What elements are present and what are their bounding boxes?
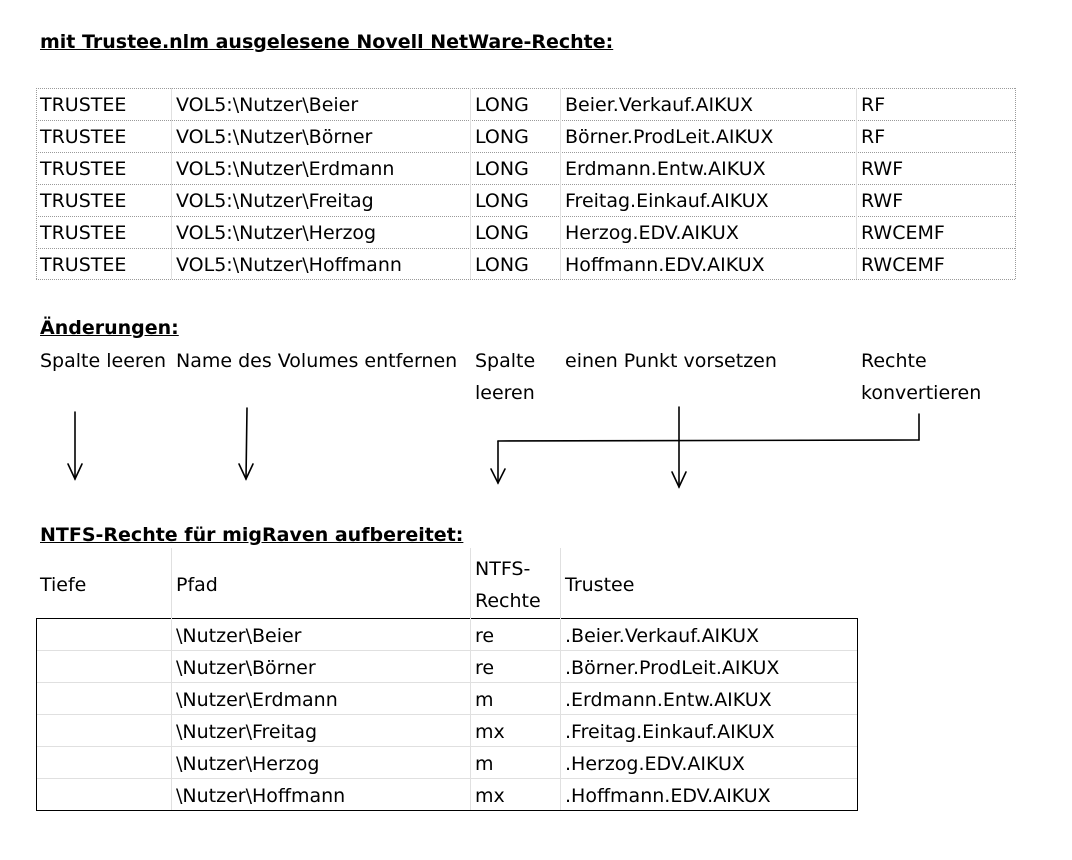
header-pfad: Pfad — [176, 574, 218, 596]
table1-cell-rights: RF — [861, 94, 886, 116]
table1-cell-trustee-type: TRUSTEE — [40, 94, 127, 116]
header-ntfs-rechte-line2: Rechte — [475, 590, 541, 612]
table2-cell-pfad: \Nutzer\Hoffmann — [176, 785, 346, 807]
table1-cell-trustee-name: Erdmann.Entw.AIKUX — [565, 158, 766, 180]
table1-cell-rights: RF — [861, 126, 886, 148]
change-label-convert-rights-line1: Rechte — [861, 350, 927, 372]
table1-cell-trustee-name: Herzog.EDV.AIKUX — [565, 222, 739, 244]
arrow-down-icon — [67, 411, 83, 481]
table1-cell-trustee-type: TRUSTEE — [40, 190, 127, 212]
heading-ntfs-rights: NTFS-Rechte für migRaven aufbereitet: — [40, 524, 464, 546]
table2-cell-trustee: .Börner.ProdLeit.AIKUX — [565, 657, 780, 679]
table1-cell-name-format: LONG — [475, 158, 529, 180]
heading-netware-rights: mit Trustee.nlm ausgelesene Novell NetWa… — [40, 31, 614, 53]
table1-cell-volume-path: VOL5:\Nutzer\Hoffmann — [176, 254, 402, 276]
table1-cell-trustee-name: Beier.Verkauf.AIKUX — [565, 94, 753, 116]
heading-changes: Änderungen: — [40, 317, 179, 339]
table1-cell-trustee-name: Hoffmann.EDV.AIKUX — [565, 254, 765, 276]
table1-cell-trustee-name: Freitag.Einkauf.AIKUX — [565, 190, 769, 212]
table1-cell-name-format: LONG — [475, 126, 529, 148]
change-label-clear-column: Spalte leeren — [40, 350, 167, 372]
table1-cell-volume-path: VOL5:\Nutzer\Herzog — [176, 222, 377, 244]
table1-cell-name-format: LONG — [475, 254, 529, 276]
header-tiefe: Tiefe — [40, 574, 87, 596]
table2-cell-trustee: .Erdmann.Entw.AIKUX — [565, 689, 772, 711]
table2-cell-ntfs-rechte: re — [475, 657, 495, 679]
table1-cell-name-format: LONG — [475, 94, 529, 116]
change-label-convert-rights-line2: konvertieren — [861, 382, 982, 404]
table1-cell-volume-path: VOL5:\Nutzer\Beier — [176, 94, 359, 116]
table1-cell-trustee-type: TRUSTEE — [40, 222, 127, 244]
table2-cell-ntfs-rechte: m — [475, 753, 494, 775]
table2-cell-trustee: .Freitag.Einkauf.AIKUX — [565, 721, 775, 743]
table1-cell-rights: RWCEMF — [861, 222, 945, 244]
table1-cell-trustee-type: TRUSTEE — [40, 126, 127, 148]
arrow-down-icon — [238, 407, 254, 481]
table2-cell-pfad: \Nutzer\Herzog — [176, 753, 320, 775]
table2-cell-ntfs-rechte: mx — [475, 721, 505, 743]
table1-cell-trustee-name: Börner.ProdLeit.AIKUX — [565, 126, 774, 148]
table1-cell-volume-path: VOL5:\Nutzer\Freitag — [176, 190, 374, 212]
change-label-prepend-dot: einen Punkt vorsetzen — [565, 350, 777, 372]
table1-cell-volume-path: VOL5:\Nutzer\Börner — [176, 126, 373, 148]
header-ntfs-rechte-line1: NTFS- — [475, 558, 531, 580]
table1-cell-trustee-type: TRUSTEE — [40, 158, 127, 180]
arrow-down-icon — [671, 406, 687, 489]
table1-cell-name-format: LONG — [475, 190, 529, 212]
table2-cell-pfad: \Nutzer\Börner — [176, 657, 316, 679]
table1-cell-name-format: LONG — [475, 222, 529, 244]
table2-cell-ntfs-rechte: mx — [475, 785, 505, 807]
table2-cell-ntfs-rechte: re — [475, 625, 495, 647]
change-label-clear-column-2-line2: leeren — [475, 382, 535, 404]
table2-cell-trustee: .Herzog.EDV.AIKUX — [565, 753, 745, 775]
bent-arrow-icon — [490, 413, 920, 485]
table1-cell-volume-path: VOL5:\Nutzer\Erdmann — [176, 158, 395, 180]
table2-cell-ntfs-rechte: m — [475, 689, 494, 711]
table1-cell-rights: RWF — [861, 158, 904, 180]
table2-cell-trustee: .Hoffmann.EDV.AIKUX — [565, 785, 771, 807]
table1-cell-rights: RWF — [861, 190, 904, 212]
table2-cell-pfad: \Nutzer\Freitag — [176, 721, 318, 743]
header-trustee: Trustee — [565, 574, 635, 596]
table2-cell-pfad: \Nutzer\Beier — [176, 625, 302, 647]
table1-cell-rights: RWCEMF — [861, 254, 945, 276]
change-label-clear-column-2-line1: Spalte — [475, 350, 536, 372]
table2-cell-trustee: .Beier.Verkauf.AIKUX — [565, 625, 760, 647]
table1-cell-trustee-type: TRUSTEE — [40, 254, 127, 276]
change-label-remove-volume: Name des Volumes entfernen — [176, 350, 458, 372]
table2-cell-pfad: \Nutzer\Erdmann — [176, 689, 338, 711]
